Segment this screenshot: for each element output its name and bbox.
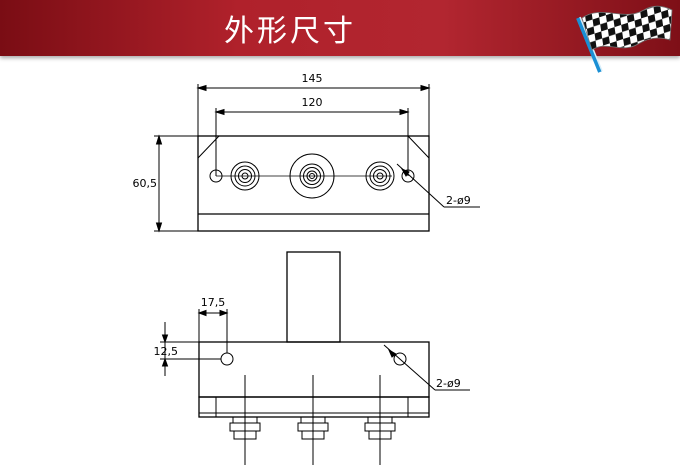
dim-60-5-label: 60,5 — [133, 177, 158, 190]
dim-17-5-label: 17,5 — [201, 296, 226, 309]
top-hole-callout: 2-ø9 — [446, 194, 471, 207]
page-title: 外形尺寸 — [224, 14, 356, 49]
dim-120-label: 120 — [302, 96, 323, 109]
front-hole-callout: 2-ø9 — [436, 377, 461, 390]
top-view — [154, 84, 480, 233]
front-view — [160, 251, 470, 465]
dim-12-5-label: 12,5 — [154, 345, 179, 358]
checkered-flag-icon — [576, 5, 673, 73]
header-bar: 外形尺寸 — [0, 0, 680, 56]
dim-145-label: 145 — [302, 72, 323, 85]
